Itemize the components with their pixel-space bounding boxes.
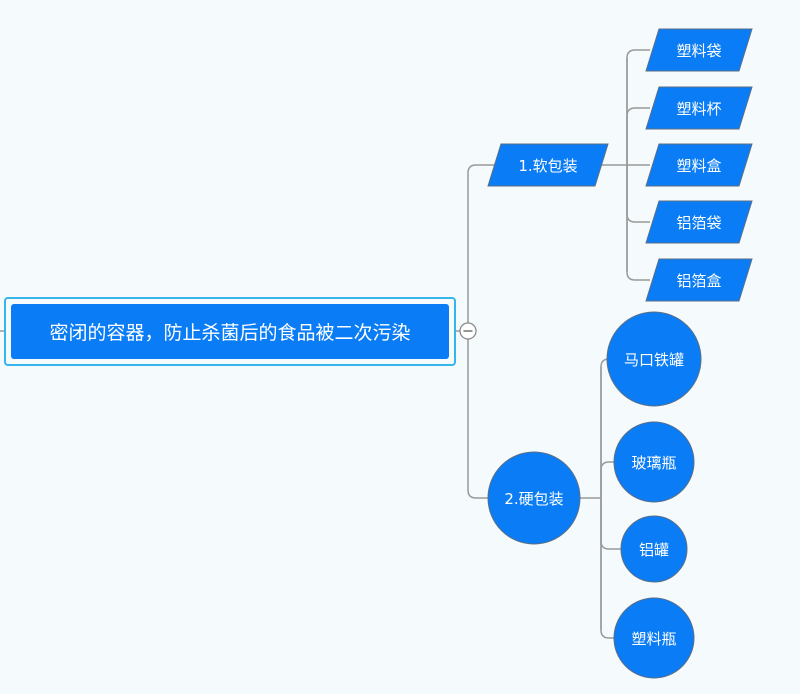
rigid-leaf-connector-3 [600, 498, 614, 639]
branch-rigid-packaging-shape [487, 451, 581, 545]
soft-leaf-shape-2 [645, 143, 753, 187]
leaf-tin-can-label[interactable]: 马口铁罐 [623, 350, 684, 369]
root-topic-label[interactable]: 密闭的容器，防止杀菌后的食品被二次污染 [49, 322, 411, 344]
root-topic-outline [4, 297, 456, 366]
branch-soft-packaging-label[interactable]: 1.软包装 [518, 156, 578, 175]
rigid-leaf-shape-1 [613, 421, 695, 503]
leaf-plastic-bag-label[interactable]: 塑料袋 [676, 41, 722, 60]
trunk-to-rigid-packaging-connector [467, 339, 508, 499]
branch-soft-packaging-shape [487, 143, 609, 187]
root-topic-box [11, 304, 449, 359]
soft-leaf-shape-1 [645, 86, 753, 130]
soft-leaf-shape-4 [645, 258, 753, 302]
leaf-foil-box-label[interactable]: 铝箔盒 [676, 271, 722, 290]
rigid-leaf-shape-2 [620, 515, 688, 583]
leaf-foil-bag-label[interactable]: 铝箔袋 [676, 213, 722, 232]
rigid-leaf-shape-3 [613, 597, 695, 679]
leaf-glass-bottle-label[interactable]: 玻璃瓶 [631, 453, 677, 472]
mindmap-nodes [4, 28, 753, 679]
leaf-plastic-cup-label[interactable]: 塑料杯 [676, 99, 722, 118]
soft-leaf-shape-3 [645, 200, 753, 244]
soft-leaf-shape-0 [645, 28, 753, 72]
soft-leaf-connector-4 [626, 165, 650, 281]
soft-leaf-connector-0 [626, 49, 650, 165]
branch-rigid-packaging-label[interactable]: 2.硬包装 [504, 489, 564, 508]
rigid-leaf-connector-1 [600, 461, 614, 498]
rigid-leaf-connector-2 [600, 498, 621, 550]
soft-leaf-connector-1 [626, 107, 650, 165]
leaf-aluminum-can-label[interactable]: 铝罐 [638, 540, 669, 559]
leaf-plastic-bottle-label[interactable]: 塑料瓶 [631, 629, 677, 648]
leaf-plastic-box-label[interactable]: 塑料盒 [676, 156, 722, 175]
trunk-to-soft-packaging-connector [467, 164, 510, 323]
rigid-leaf-shape-0 [606, 311, 702, 407]
